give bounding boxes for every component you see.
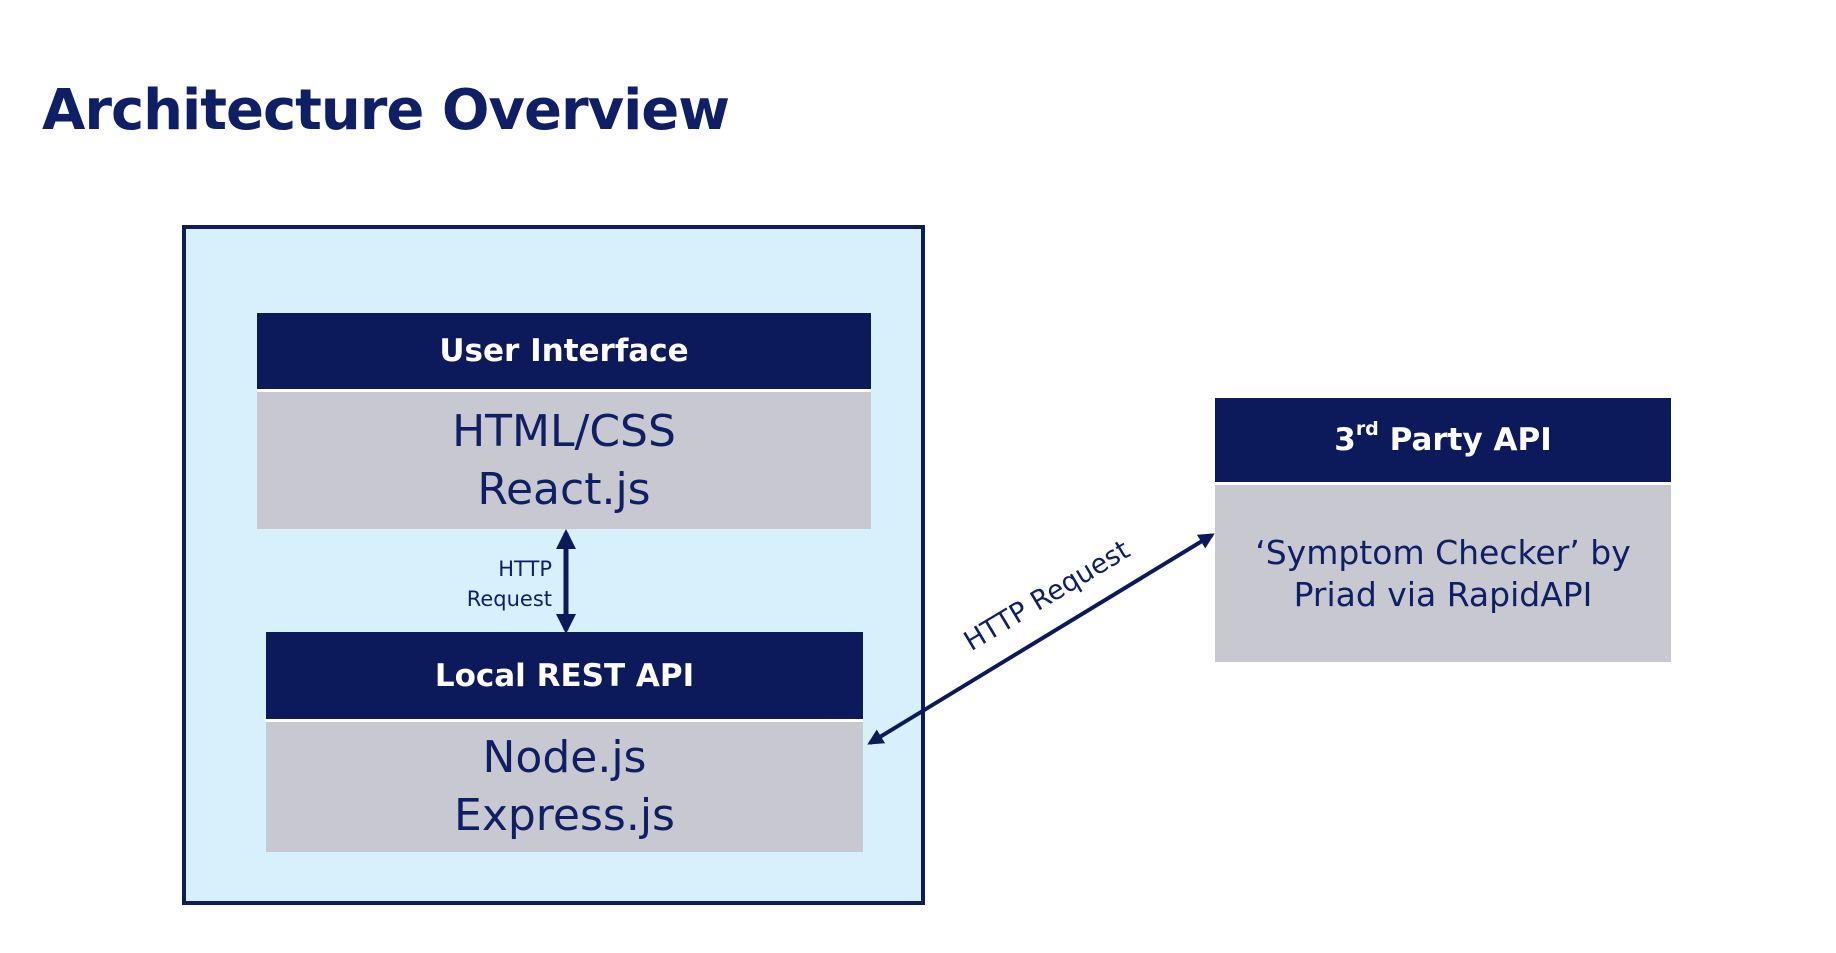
connection-label-line: HTTP: [498, 557, 552, 581]
slide-title: Architecture Overview: [42, 78, 730, 143]
user-interface-header: User Interface: [257, 313, 871, 389]
connection-label-line: Request: [466, 587, 552, 611]
api-description-line: Priad via RapidAPI: [1293, 574, 1593, 614]
tech-item: React.js: [477, 463, 651, 515]
tech-item: Node.js: [482, 732, 647, 783]
rest-third-connection-label: HTTP Request: [958, 534, 1136, 658]
api-description-line: ‘Symptom Checker’ by: [1255, 532, 1631, 572]
tech-item: HTML/CSS: [452, 405, 676, 457]
local-rest-api-header: Local REST API: [266, 632, 863, 719]
third-party-api-body: ‘Symptom Checker’ by Priad via RapidAPI: [1215, 482, 1671, 662]
header-suffix: Party API: [1378, 422, 1552, 458]
local-rest-api-body: Node.js Express.js: [266, 719, 863, 852]
header-prefix: 3: [1334, 422, 1356, 458]
user-interface-component: User Interface HTML/CSS React.js: [257, 313, 871, 529]
tech-item: Express.js: [454, 790, 675, 841]
user-interface-body: HTML/CSS React.js: [257, 389, 871, 529]
local-rest-api-component: Local REST API Node.js Express.js: [266, 632, 863, 852]
ui-rest-connection-label: HTTP Request: [432, 554, 552, 614]
header-superscript: rd: [1355, 418, 1379, 440]
